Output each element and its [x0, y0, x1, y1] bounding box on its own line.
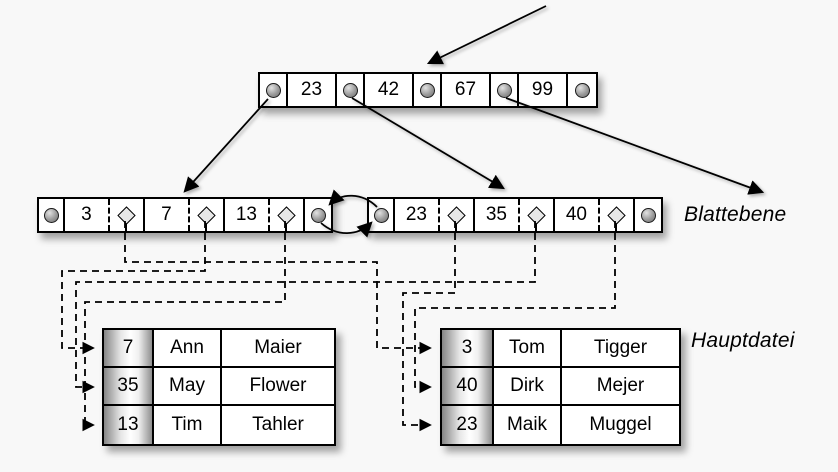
- record-pointer-diamond-icon: [197, 205, 216, 225]
- pointer-dot-icon: [419, 82, 435, 98]
- leaf-level-label: Blattebene: [684, 203, 787, 226]
- main-file-table-right: 3 Tom Tigger 40 Dirk Mejer 23 Maik Mugge…: [440, 328, 681, 446]
- key-cell: 13: [104, 406, 154, 444]
- pointer-slot: [491, 74, 519, 106]
- record-pointer-slot: [517, 199, 553, 231]
- pointer-slot: [414, 74, 442, 106]
- leaf-entry: 7: [145, 199, 225, 231]
- leaf-key: 7: [161, 204, 172, 225]
- firstname-cell: Dirk: [494, 368, 562, 406]
- pointer-slot: [260, 74, 288, 106]
- lastname-cell: Flower: [222, 368, 334, 406]
- record-pointer-diamond-icon: [447, 205, 466, 225]
- lastname-cell: Mejer: [562, 368, 679, 406]
- key-cell: 7: [104, 330, 154, 368]
- main-file-table-left: 7 Ann Maier 35 May Flower 13 Tim Tahler: [102, 328, 336, 446]
- leaf-entry: 3: [65, 199, 145, 231]
- root-node: 23 42 67 99: [258, 72, 598, 108]
- pointer-slot: [369, 199, 395, 231]
- pointer-dot-icon: [43, 207, 59, 223]
- table-row: 13 Tim Tahler: [104, 406, 334, 444]
- firstname-cell: May: [154, 368, 222, 406]
- record-pointer-slot: [107, 199, 143, 231]
- record-pointer-slot: [267, 199, 303, 231]
- pointer-slot: [337, 74, 365, 106]
- table-row: 23 Maik Muggel: [442, 406, 679, 444]
- pointer-dot-icon: [496, 82, 512, 98]
- record-pointer-diamond-icon: [607, 205, 626, 225]
- record-pointer-slot: [187, 199, 223, 231]
- pointer-slot: [39, 199, 65, 231]
- root-key: 42: [365, 74, 414, 106]
- pointer-dot-icon: [574, 82, 590, 98]
- key-cell: 3: [442, 330, 494, 368]
- pointer-slot: [635, 199, 661, 231]
- table-row: 40 Dirk Mejer: [442, 368, 679, 406]
- record-pointer-diamond-icon: [117, 205, 136, 225]
- leaf-entry: 35: [475, 199, 555, 231]
- leaf-key: 23: [405, 204, 427, 225]
- lastname-cell: Muggel: [589, 414, 652, 435]
- leaf-entry: 13: [225, 199, 305, 231]
- record-pointer-slot: [597, 199, 633, 231]
- firstname-cell: Tom: [494, 330, 562, 368]
- lastname-cell: Tigger: [562, 330, 679, 368]
- leaf-entry: 23: [395, 199, 475, 231]
- leaf-key: 13: [235, 204, 257, 225]
- table-row: 35 May Flower: [104, 368, 334, 406]
- main-file-label: Hauptdatei: [691, 329, 795, 352]
- root-to-right-leaf-arrow: [351, 97, 505, 190]
- lastname-cell: Tahler: [252, 414, 304, 435]
- firstname-cell: Ann: [154, 330, 222, 368]
- leaf-key: 3: [81, 204, 92, 225]
- root-key: 23: [288, 74, 337, 106]
- root-to-left-leaf-arrow: [183, 98, 269, 193]
- table-row: 3 Tom Tigger: [442, 330, 679, 368]
- firstname-cell: Tim: [154, 406, 222, 444]
- key-cell: 35: [104, 368, 154, 406]
- root-key: 99: [519, 74, 568, 106]
- pointer-dot-icon: [640, 207, 656, 223]
- firstname-cell: Maik: [494, 406, 562, 444]
- leaf-key: 40: [565, 204, 587, 225]
- key-cell: 40: [442, 368, 494, 406]
- lastname-cell: Maier: [222, 330, 334, 368]
- pointer-dot-icon: [342, 82, 358, 98]
- pointer-dot-icon: [373, 207, 389, 223]
- leaf-node-right: 23 35 40: [367, 197, 663, 233]
- incoming-root-arrow: [426, 5, 547, 65]
- pointer-dot-icon: [310, 207, 326, 223]
- key-cell: 23: [442, 406, 494, 444]
- pointer-dot-icon: [265, 82, 281, 98]
- record-pointer-diamond-icon: [277, 205, 296, 225]
- pointer-slot: [305, 199, 331, 231]
- leaf-node-left: 3 7 13: [37, 197, 333, 233]
- record-pointer-diamond-icon: [527, 205, 546, 225]
- root-to-offscreen-leaf-arrow: [505, 97, 765, 195]
- table-row: 7 Ann Maier: [104, 330, 334, 368]
- record-pointer-slot: [437, 199, 473, 231]
- leaf-key: 35: [485, 204, 507, 225]
- pointer-slot: [568, 74, 596, 106]
- root-key: 67: [442, 74, 491, 106]
- leaf-entry: 40: [555, 199, 635, 231]
